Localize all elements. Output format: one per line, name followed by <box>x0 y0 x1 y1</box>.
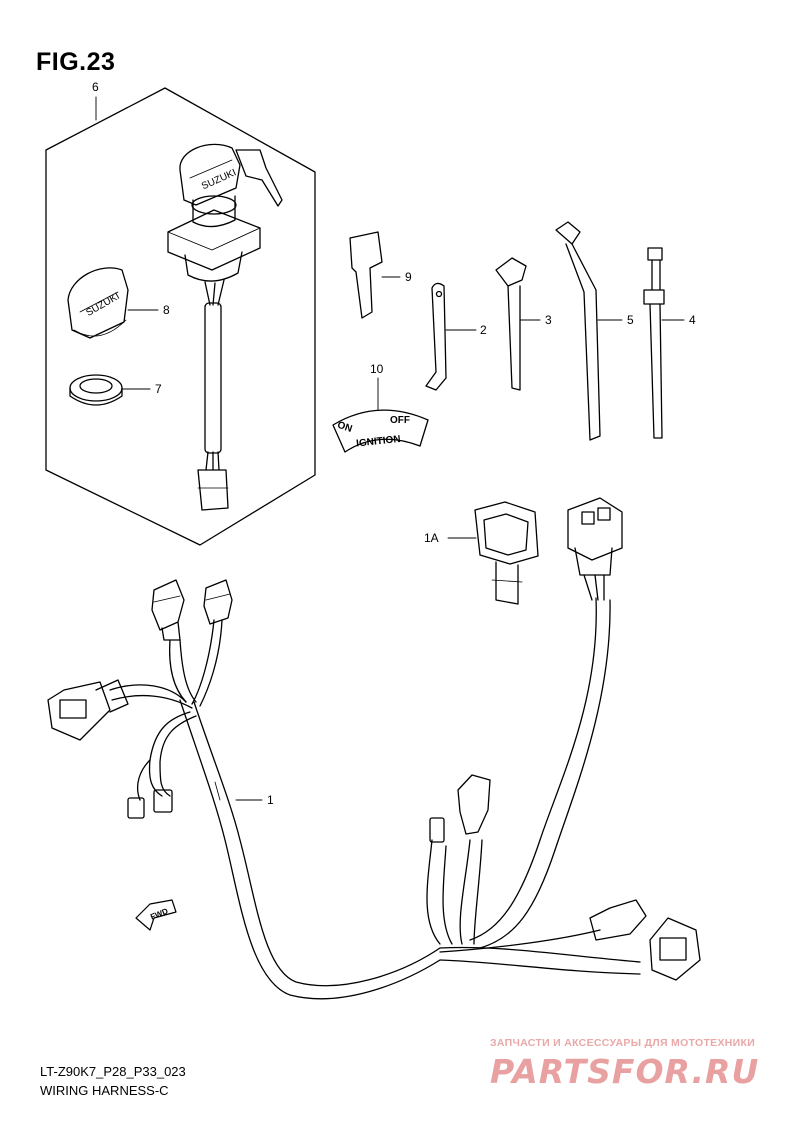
assembly-6-outline <box>45 87 316 546</box>
lock-nut <box>69 374 151 406</box>
ignition-plate-ignition: IGNITION <box>356 434 401 450</box>
harness-connector-lower-right <box>589 899 701 981</box>
callout-3: 3 <box>545 313 552 327</box>
callout-7: 7 <box>155 382 162 396</box>
key <box>349 231 401 319</box>
cable-tie-5 <box>555 221 623 441</box>
coupler <box>447 501 539 605</box>
watermark-logo: PARTSFOR.RU <box>490 1052 760 1091</box>
ignition-plate-off: OFF <box>390 415 410 426</box>
callout-1: 1 <box>267 793 274 807</box>
ignition-switch-assembly <box>167 143 283 511</box>
ignition-plate <box>332 377 429 453</box>
callout-5: 5 <box>627 313 634 327</box>
callout-6: 6 <box>92 80 99 94</box>
callout-8: 8 <box>163 303 170 317</box>
fwd-arrow <box>135 899 177 931</box>
figure-name: WIRING HARNESS-C <box>40 1083 169 1098</box>
harness-connector-left-small <box>127 789 173 819</box>
figure-code: LT-Z90K7_P28_P33_023 <box>40 1064 186 1079</box>
cap-brand-label: SUZUKI <box>84 291 121 319</box>
switch-cap <box>67 267 159 339</box>
callout-9: 9 <box>405 270 412 284</box>
harness-connector-center <box>429 774 491 843</box>
callout-2: 2 <box>480 323 487 337</box>
callout-1A: 1A <box>424 531 439 545</box>
ignition-plate-on: ON <box>336 420 354 435</box>
harness-connector-left-big <box>47 679 129 741</box>
watermark-tagline: ЗАПЧАСТИ И АКСЕССУАРЫ ДЛЯ МОТОТЕХНИКИ <box>490 1037 756 1049</box>
figure-title: FIG.23 <box>36 48 116 76</box>
cable-tie-4 <box>643 247 685 439</box>
callout-10: 10 <box>370 362 384 376</box>
clamp <box>425 282 477 391</box>
harness-connector-top-a <box>151 579 185 641</box>
main-wiring-harness <box>109 597 641 1000</box>
cable-tie-3 <box>495 257 541 391</box>
harness-connector-top-b <box>203 579 233 625</box>
harness-connector-upper-right <box>567 497 623 601</box>
callout-4: 4 <box>689 313 696 327</box>
